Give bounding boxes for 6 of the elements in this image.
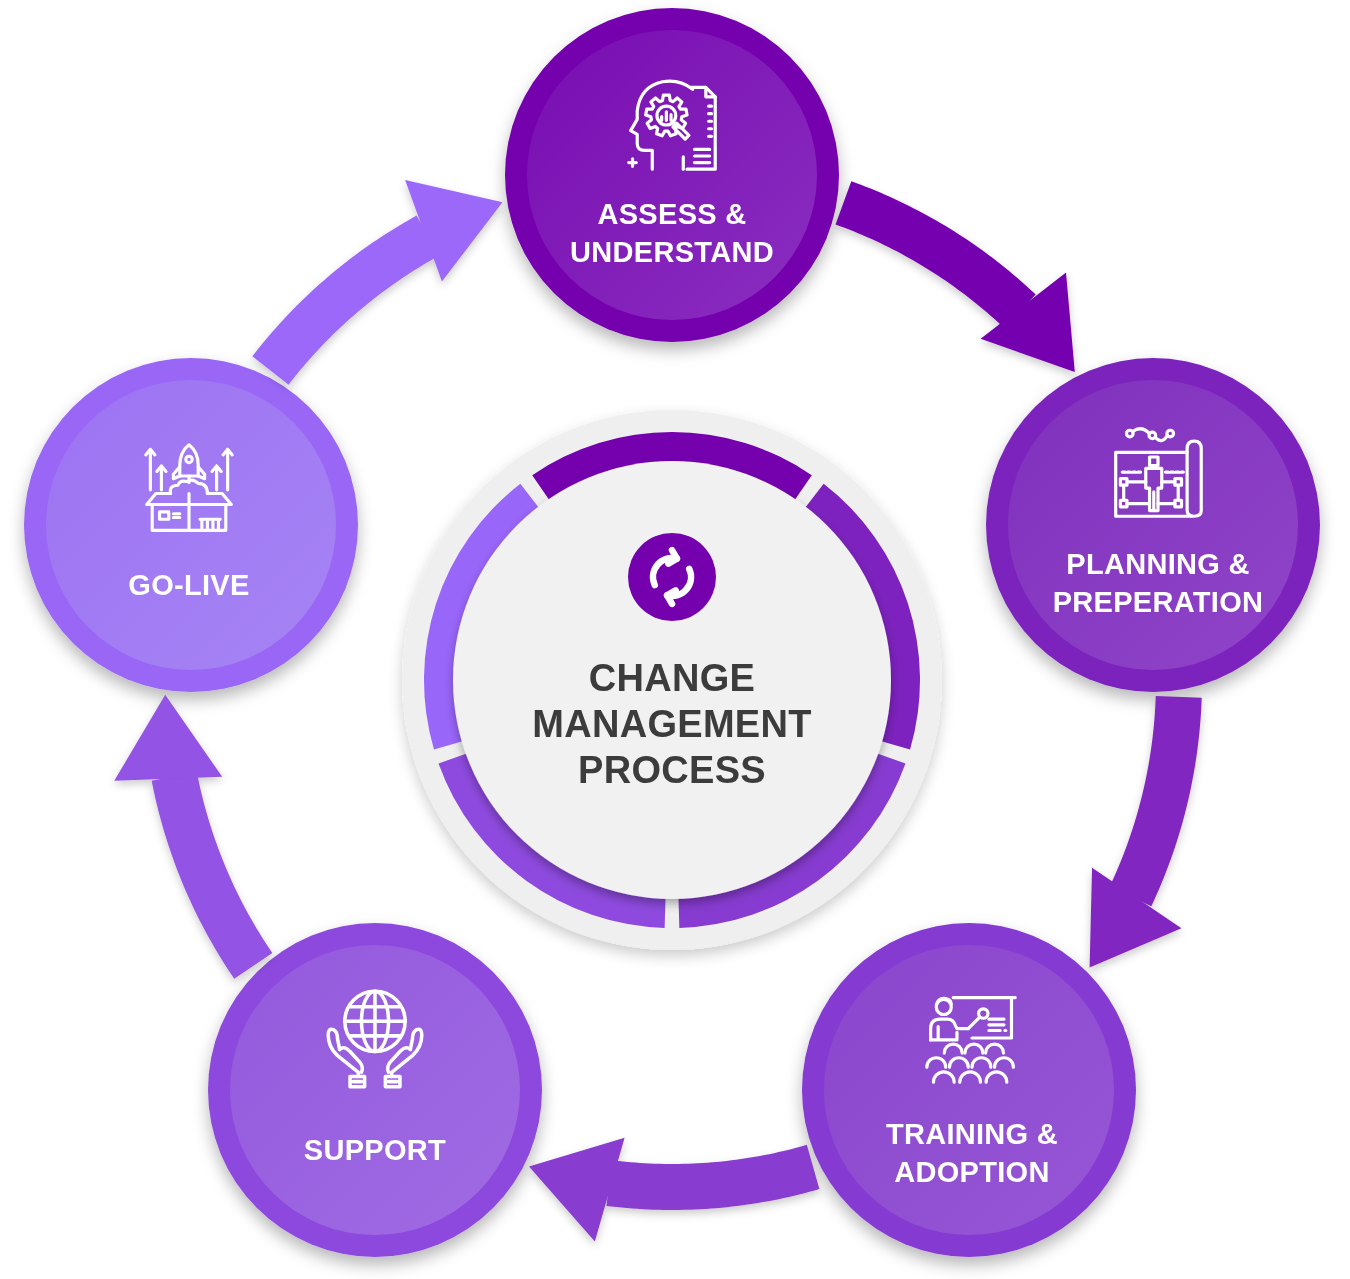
step-label: SUPPORT (303, 1133, 447, 1168)
step-label: GO-LIVE (128, 568, 250, 603)
step-label: PLANNING & PREPERATION (1051, 547, 1265, 620)
step-label: ASSESS & UNDERSTAND (569, 197, 775, 270)
center-title: CHANGE MANAGEMENT PROCESS (531, 656, 813, 793)
step-label: TRAINING & ADOPTION (884, 1117, 1060, 1190)
